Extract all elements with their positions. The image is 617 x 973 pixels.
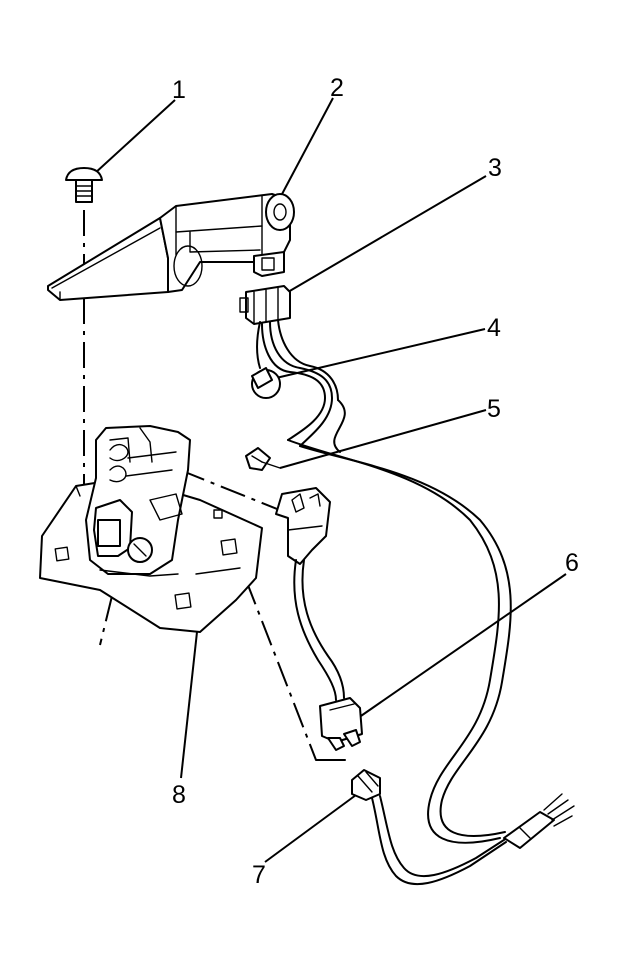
leader-lines: [93, 97, 567, 863]
upper-wire-harness: [251, 319, 512, 844]
leader-line-3: [287, 175, 487, 293]
part-3-connector: [239, 285, 291, 325]
latch-alignment-line: [179, 469, 293, 516]
leader-line-8: [180, 631, 198, 779]
leader-line-6: [357, 573, 567, 719]
plate-alignment-line: [99, 595, 113, 646]
part-5-bulb: [245, 447, 281, 471]
callout-label-1: 1: [172, 76, 186, 104]
wire-splice: [503, 793, 575, 849]
leader-line-5: [279, 409, 487, 469]
part-1-screw: [65, 167, 103, 203]
harness-alignment-line: [245, 579, 317, 761]
alignment-lines: [83, 210, 346, 761]
leader-line-7: [264, 794, 357, 863]
callout-label-7: 7: [252, 861, 266, 889]
callout-label-3: 3: [488, 154, 502, 182]
callout-label-8: 8: [172, 781, 186, 809]
callout-label-2: 2: [330, 74, 344, 102]
leader-line-1: [93, 99, 176, 175]
callout-label-6: 6: [565, 549, 579, 577]
part-2-handle-housing: [47, 193, 295, 301]
callout-label-4: 4: [487, 314, 501, 342]
callout-label-5: 5: [487, 395, 501, 423]
latch-switch-harness: [275, 487, 363, 751]
part-8-latch-plate: [39, 425, 263, 633]
leader-line-2: [280, 97, 334, 197]
part-7-connector: [351, 769, 511, 885]
